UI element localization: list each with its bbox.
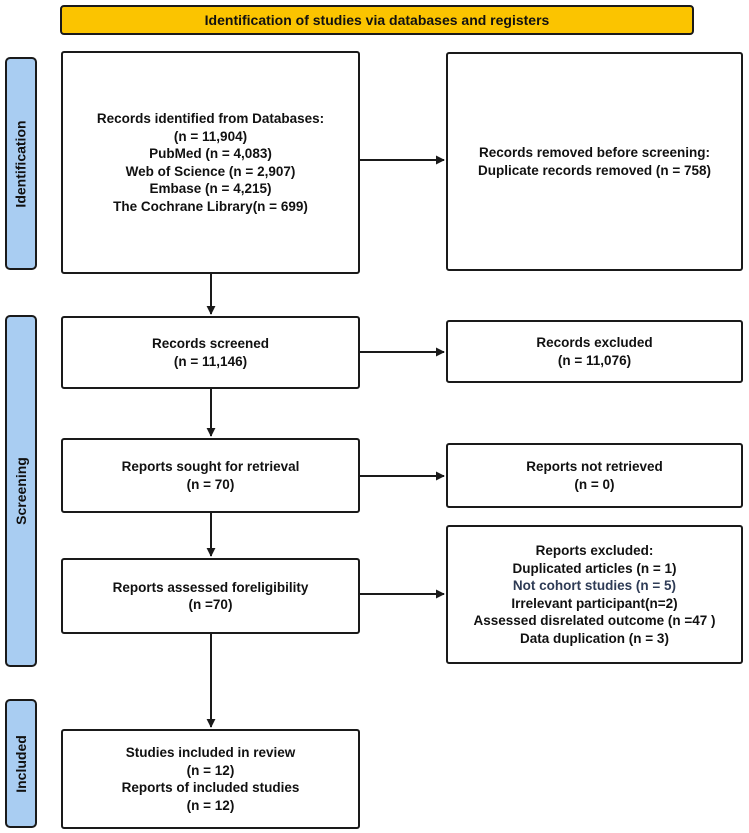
records-removed-line: Records removed before screening: [478,145,711,160]
reports-sought-line: Reports sought for retrieval [121,459,300,474]
reports-not-retrieved-line: Reports not retrieved [526,459,663,474]
studies-included-line: Reports of included studies [121,780,300,795]
reports-assessed-line: (n =70) [188,597,233,612]
reports-assessed-line: Reports assessed foreligibility [112,579,309,595]
records-excluded-box: Records excluded (n = 11,076) [446,320,743,383]
reports-excluded-line: Duplicated articles (n = 1) [512,560,677,576]
records-identified-line: PubMed (n = 4,083) [149,146,272,161]
records-removed-box: Records removed before screening: Duplic… [446,52,743,271]
reports-excluded-box: Reports excluded: Duplicated articles (n… [446,525,743,664]
records-screened-line: Records screened [151,336,270,351]
records-excluded-line: (n = 11,076) [557,352,632,368]
reports-sought-box: Reports sought for retrieval (n = 70) [61,438,360,513]
records-identified-line: Embase (n = 4,215) [149,181,272,196]
records-identified-line: Records identified from Databases: [96,111,325,126]
reports-assessed-box: Reports assessed foreligibility (n =70) [61,558,360,634]
studies-included-line: (n = 12) [186,797,235,813]
reports-not-retrieved-line: (n = 0) [574,476,615,492]
records-excluded-line: Records excluded [536,335,653,350]
reports-excluded-line: Reports excluded: [535,543,654,558]
studies-included-line: Studies included in review [125,745,296,760]
studies-included-line: (n = 12) [186,762,235,778]
phase-included: Included [5,699,37,828]
header-title: Identification of studies via databases … [204,12,550,28]
reports-excluded-line: Not cohort studies (n = 5) [512,578,677,593]
records-screened-line: (n = 11,146) [173,353,248,369]
reports-excluded-line: Assessed disrelated outcome (n =47 ) [473,613,716,628]
reports-not-retrieved-box: Reports not retrieved (n = 0) [446,443,743,508]
reports-excluded-line: Data duplication (n = 3) [520,630,669,646]
diagram-header: Identification of studies via databases … [60,5,694,35]
reports-excluded-line: Irrelevant participant(n=2) [511,595,678,611]
records-screened-box: Records screened (n = 11,146) [61,316,360,389]
records-identified-line: Web of Science (n = 2,907) [125,163,296,179]
phase-screening: Screening [5,315,37,667]
records-removed-line: Duplicate records removed (n = 758) [478,162,711,178]
records-identified-line: The Cochrane Library(n = 699) [113,198,308,214]
records-identified-box: Records identified from Databases: (n = … [61,51,360,274]
studies-included-box: Studies included in review (n = 12) Repo… [61,729,360,829]
reports-sought-line: (n = 70) [186,476,235,492]
phase-identification: Identification [5,57,37,270]
records-identified-line: (n = 11,904) [173,128,248,144]
